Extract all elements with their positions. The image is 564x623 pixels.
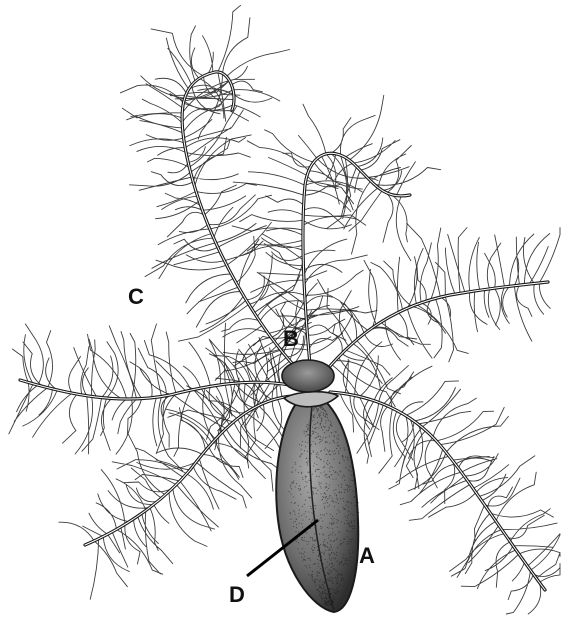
label-b: B <box>283 328 299 350</box>
head-knob <box>282 360 334 392</box>
collar <box>284 392 338 407</box>
tentacle-highlight <box>325 282 548 372</box>
filament-cluster <box>340 342 560 614</box>
tentacle <box>20 380 290 399</box>
label-a: A <box>359 545 375 567</box>
label-d: D <box>229 584 245 606</box>
filament-cluster <box>232 95 441 363</box>
label-c: C <box>128 286 144 308</box>
tentacle <box>85 396 292 545</box>
tentacle <box>325 282 548 372</box>
organism-body <box>276 360 359 612</box>
